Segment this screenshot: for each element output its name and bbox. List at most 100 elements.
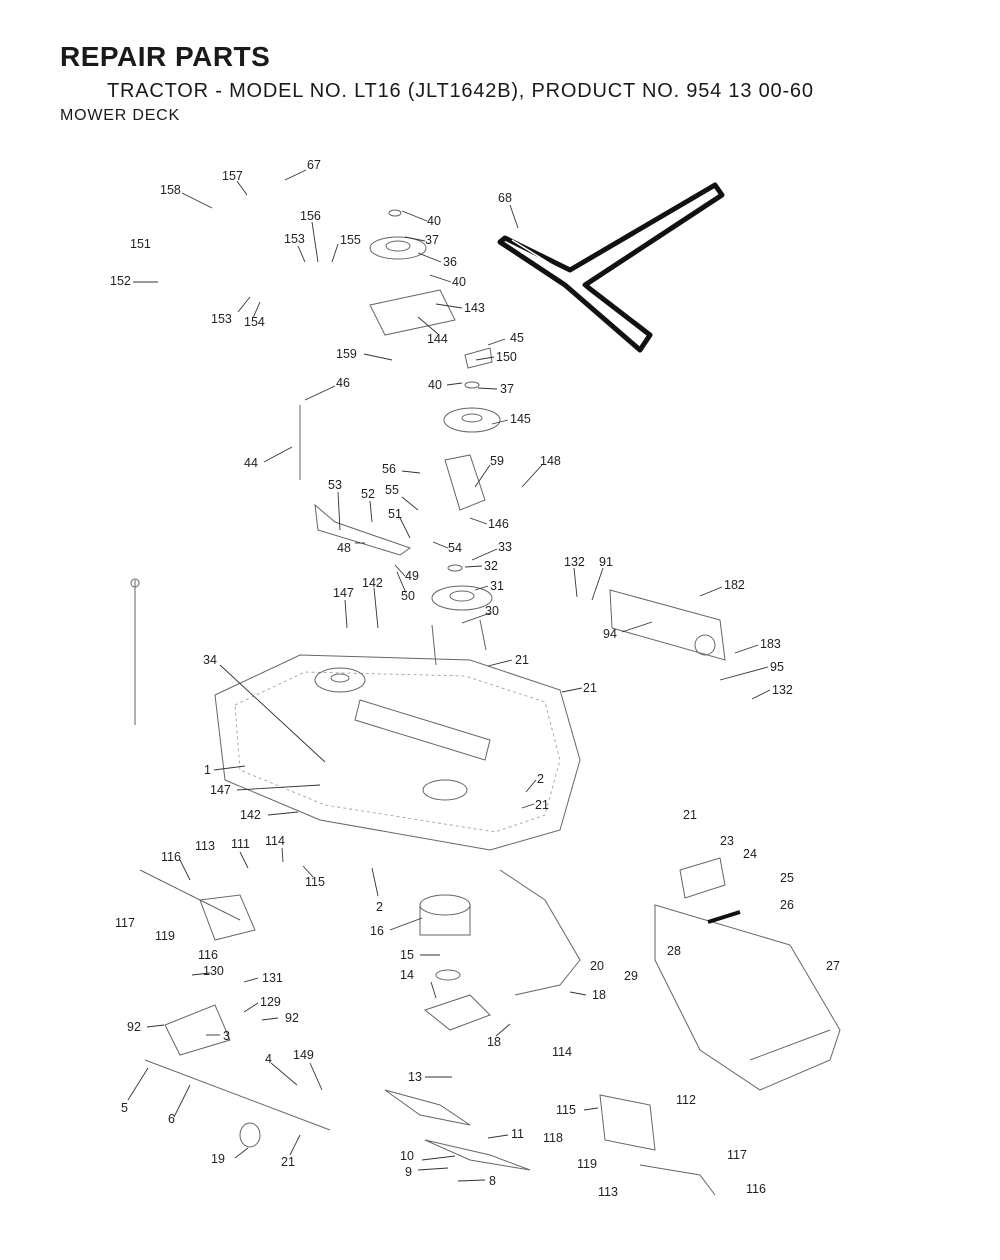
- callout-115-upper: 115: [305, 875, 325, 889]
- callout-21-b: 21: [583, 681, 597, 695]
- callout-113-upper: 113: [195, 839, 215, 853]
- bracket-112: [599, 1094, 656, 1151]
- pulley-36: [369, 236, 427, 260]
- callout-183: 183: [760, 637, 781, 651]
- callout-145: 145: [510, 412, 531, 426]
- callout-40-lower: 40: [428, 378, 442, 392]
- callout-142-upper: 142: [362, 576, 383, 590]
- callout-21-e: 21: [281, 1155, 295, 1169]
- page-title: REPAIR PARTS: [60, 41, 271, 72]
- washer-37: [464, 381, 480, 389]
- callout-182: 182: [724, 578, 745, 592]
- rod-117b: [639, 1164, 716, 1196]
- callout-117-upper: 117: [115, 916, 135, 930]
- callout-13: 13: [408, 1070, 422, 1084]
- callout-54: 54: [448, 541, 462, 555]
- callout-6: 6: [168, 1112, 175, 1126]
- callout-labels: 67 157 158 151 152 153 156 155 153 154 4…: [110, 158, 840, 1199]
- hinge-bracket-23: [679, 857, 726, 899]
- callout-115-lower: 115: [556, 1103, 576, 1117]
- callout-158: 158: [160, 183, 181, 197]
- callout-116-lower: 116: [746, 1182, 766, 1196]
- pulley-31-hub: [449, 590, 475, 602]
- callout-2-lower: 2: [376, 900, 383, 914]
- callout-49: 49: [405, 569, 419, 583]
- callout-147-lower: 147: [210, 783, 231, 797]
- callout-94: 94: [603, 627, 617, 641]
- callout-8: 8: [489, 1174, 496, 1188]
- callout-28: 28: [667, 944, 681, 958]
- callout-156: 156: [300, 209, 321, 223]
- callout-36: 36: [443, 255, 457, 269]
- callout-68: 68: [498, 191, 512, 205]
- callout-51: 51: [388, 507, 402, 521]
- callout-32: 32: [484, 559, 498, 573]
- callout-30: 30: [485, 604, 499, 618]
- spring-26: [707, 910, 741, 924]
- callout-130: 130: [203, 964, 224, 978]
- callout-55: 55: [385, 483, 399, 497]
- drive-belt: [497, 182, 725, 353]
- callout-56: 56: [382, 462, 396, 476]
- callout-153-lower: 153: [211, 312, 232, 326]
- callout-24: 24: [743, 847, 757, 861]
- callout-50: 50: [401, 589, 415, 603]
- callout-114-upper: 114: [265, 834, 285, 848]
- callout-146: 146: [488, 517, 509, 531]
- callout-37-lower: 37: [500, 382, 514, 396]
- callout-111: 111: [231, 837, 250, 851]
- callout-117-lower: 117: [727, 1148, 747, 1162]
- bracket-146: [444, 454, 486, 511]
- link-13: [384, 1089, 471, 1126]
- callout-118: 118: [543, 1131, 563, 1145]
- mower-deck-rim: [234, 671, 561, 833]
- page-header: REPAIR PARTS TRACTOR - MODEL NO. LT16 (J…: [0, 0, 1000, 130]
- drive-belt-inner: [511, 191, 713, 339]
- link-10: [424, 1139, 531, 1171]
- callout-27: 27: [826, 959, 840, 973]
- callout-142-lower: 142: [240, 808, 261, 822]
- wheel-19: [239, 1122, 261, 1148]
- callout-1: 1: [204, 763, 211, 777]
- callout-147-upper: 147: [333, 586, 354, 600]
- callout-129: 129: [260, 995, 281, 1009]
- callout-52: 52: [361, 487, 375, 501]
- discharge-chute-27: [654, 904, 841, 1091]
- callout-157: 157: [222, 169, 243, 183]
- callout-45: 45: [510, 331, 524, 345]
- pulley-36-hub: [385, 240, 411, 252]
- bracket-3: [164, 1004, 231, 1056]
- callout-119-lower: 119: [577, 1157, 597, 1171]
- mower-deck-shell: [214, 654, 581, 851]
- callout-149: 149: [293, 1048, 314, 1062]
- callout-119-upper: 119: [155, 929, 175, 943]
- callout-10: 10: [400, 1149, 414, 1163]
- callout-148: 148: [540, 454, 561, 468]
- parts-drawing: [130, 182, 841, 1196]
- leader-lines: [127, 169, 771, 1182]
- callout-116-mid: 116: [198, 948, 218, 962]
- callout-4: 4: [265, 1052, 272, 1066]
- callout-40-mid: 40: [452, 275, 466, 289]
- callout-2-upper: 2: [537, 772, 544, 786]
- callout-155: 155: [340, 233, 361, 247]
- section-name: MOWER DECK: [60, 107, 180, 124]
- callout-11: 11: [511, 1127, 524, 1141]
- callout-144: 144: [427, 332, 448, 346]
- callout-26: 26: [780, 898, 794, 912]
- callout-16: 16: [370, 924, 384, 938]
- callout-53: 53: [328, 478, 342, 492]
- callout-18-right: 18: [592, 988, 606, 1002]
- rod-117: [139, 869, 241, 921]
- callout-37-top: 37: [425, 233, 439, 247]
- callout-21-a: 21: [515, 653, 529, 667]
- callout-9: 9: [405, 1165, 412, 1179]
- callout-132-upper: 132: [564, 555, 585, 569]
- callout-44: 44: [244, 456, 258, 470]
- callout-59: 59: [490, 454, 504, 468]
- callout-34: 34: [203, 653, 217, 667]
- callout-150: 150: [496, 350, 517, 364]
- callout-20: 20: [590, 959, 604, 973]
- model-subtitle: TRACTOR - MODEL NO. LT16 (JLT1642B), PRO…: [107, 80, 814, 102]
- callout-151: 151: [130, 237, 151, 251]
